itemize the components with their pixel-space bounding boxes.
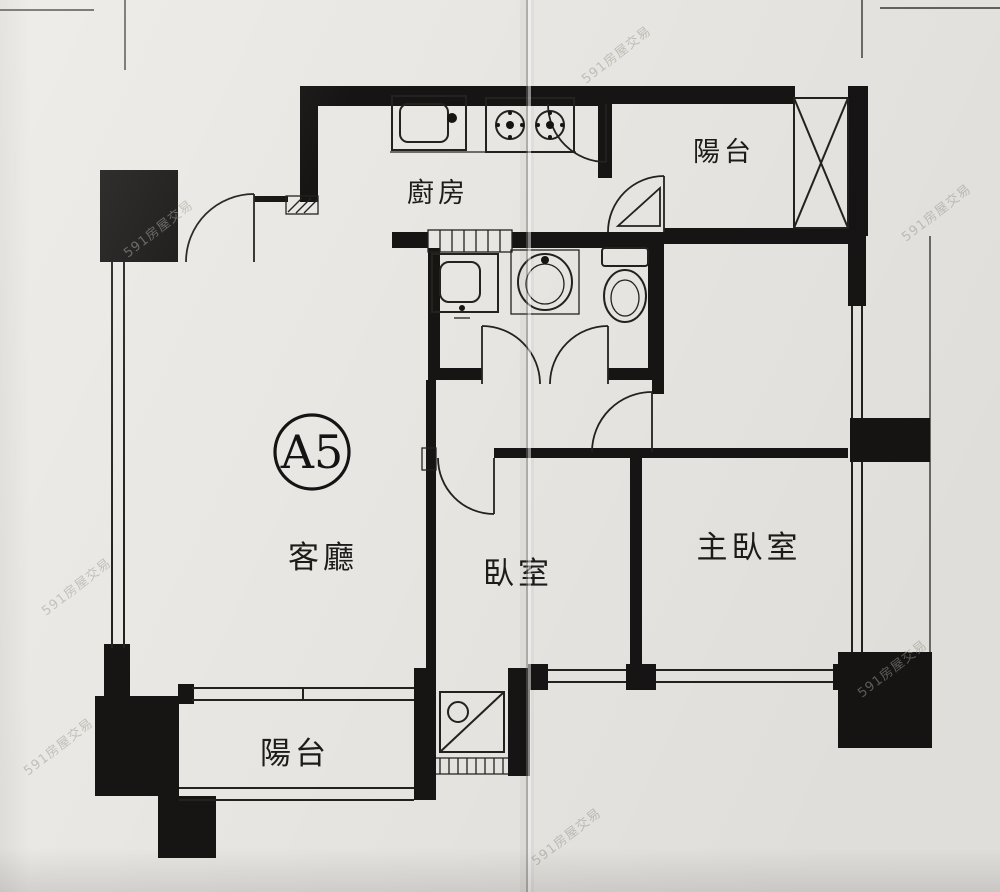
label-master: 主臥室 <box>697 530 802 566</box>
cabinet-hatch <box>427 229 513 253</box>
stove-icon <box>485 97 575 153</box>
washbasin-icon <box>510 249 580 315</box>
fold-crease <box>526 0 531 892</box>
toilet-icon <box>601 247 649 323</box>
room-labels: 廚房 陽台 客廳 臥室 主臥室 陽台 <box>260 137 802 772</box>
balcony-door-arc <box>607 175 665 233</box>
label-balcony-bottom: 陽台 <box>260 736 330 772</box>
label-bedroom: 臥室 <box>483 556 553 592</box>
bathroom-door-arcs <box>481 325 609 385</box>
fixtures <box>390 95 849 775</box>
entry-door-arc <box>185 193 319 263</box>
unit-badge: A5 <box>273 413 351 491</box>
door-swings <box>185 103 665 515</box>
kitchen-sink-icon <box>391 95 467 151</box>
shaft-x-icon <box>793 97 849 229</box>
bedroom-door-arc <box>421 447 495 515</box>
window-lines <box>111 262 863 801</box>
unit-label: A5 <box>280 425 344 479</box>
vanity-icon <box>431 253 499 319</box>
label-living: 客廳 <box>288 540 358 576</box>
washer-icon <box>436 691 508 775</box>
label-kitchen: 廚房 <box>407 178 469 209</box>
master-door-arc <box>591 391 653 453</box>
label-balcony-top: 陽台 <box>693 137 755 168</box>
kitchen-door-arc <box>547 103 607 163</box>
